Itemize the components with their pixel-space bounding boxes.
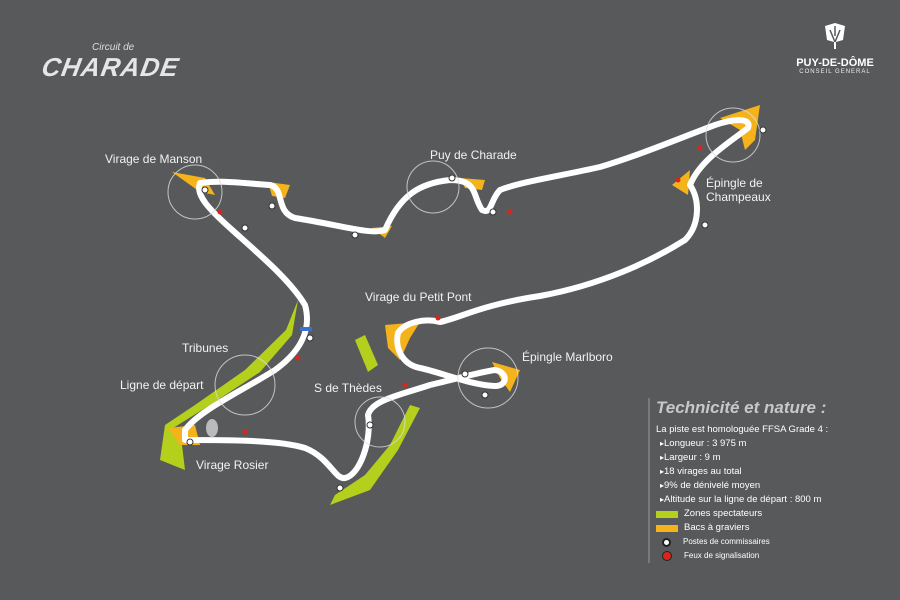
label-depart: Ligne de départ: [120, 378, 204, 392]
signal-light-icon: [662, 551, 672, 561]
gravel-swatch: [656, 524, 678, 532]
department-name: PUY-DE-DÔME: [796, 57, 874, 69]
label-puy-charade: Puy de Charade: [430, 148, 517, 162]
legend-key-gravel: Bacs à graviers: [656, 521, 856, 535]
marshal-posts: [186, 126, 767, 492]
label-champeaux: Épingle de Champeaux: [706, 176, 771, 204]
legend-item: Largeur : 9 m: [656, 451, 856, 465]
legend-item: Longueur : 3 975 m: [656, 437, 856, 451]
key-label: Zones spectateurs: [684, 508, 763, 519]
logo-title: CHARADE: [39, 52, 182, 82]
key-label: Bacs à graviers: [684, 522, 750, 533]
legend-intro: La piste est homologuée FFSA Grade 4 :: [656, 424, 829, 435]
signal-lights: [217, 145, 703, 435]
paddock: [206, 419, 218, 437]
spectator-zones: [160, 300, 420, 505]
legend: Technicité et nature : La piste est homo…: [648, 398, 856, 563]
tree-icon: [825, 23, 845, 49]
key-label: Postes de commissaires: [683, 537, 770, 546]
legend-key-spectators: Zones spectateurs: [656, 507, 856, 521]
legend-item: Altitude sur la ligne de départ : 800 m: [656, 493, 856, 507]
logo-small-text: Circuit de: [92, 42, 135, 53]
label-manson: Virage de Manson: [105, 152, 203, 166]
legend-title: Technicité et nature :: [656, 398, 827, 417]
corner-circles: [167, 107, 761, 448]
label-rosier: Virage Rosier: [196, 458, 269, 472]
key-label: Feux de signalisation: [684, 551, 760, 560]
start-line: [300, 327, 312, 331]
label-thedes: S de Thèdes: [314, 381, 382, 395]
marshal-post-icon: [662, 537, 671, 547]
legend-key-lights: Feux de signalisation: [656, 549, 856, 563]
department-subtitle: CONSEIL GENERAL: [799, 69, 871, 75]
legend-item: 9% de dénivelé moyen: [656, 479, 856, 493]
spectator-swatch: [656, 510, 678, 518]
department-logo: PUY-DE-DÔME CONSEIL GENERAL: [790, 22, 880, 75]
track: [182, 117, 752, 481]
legend-item: 18 virages au total: [656, 465, 856, 479]
label-marlboro: Épingle Marlboro: [522, 350, 613, 364]
circuit-logo: Circuit de CHARADE: [30, 30, 182, 90]
legend-key-marshals: Postes de commissaires: [656, 535, 856, 549]
label-tribunes: Tribunes: [182, 341, 229, 355]
label-petit-pont: Virage du Petit Pont: [365, 290, 472, 304]
